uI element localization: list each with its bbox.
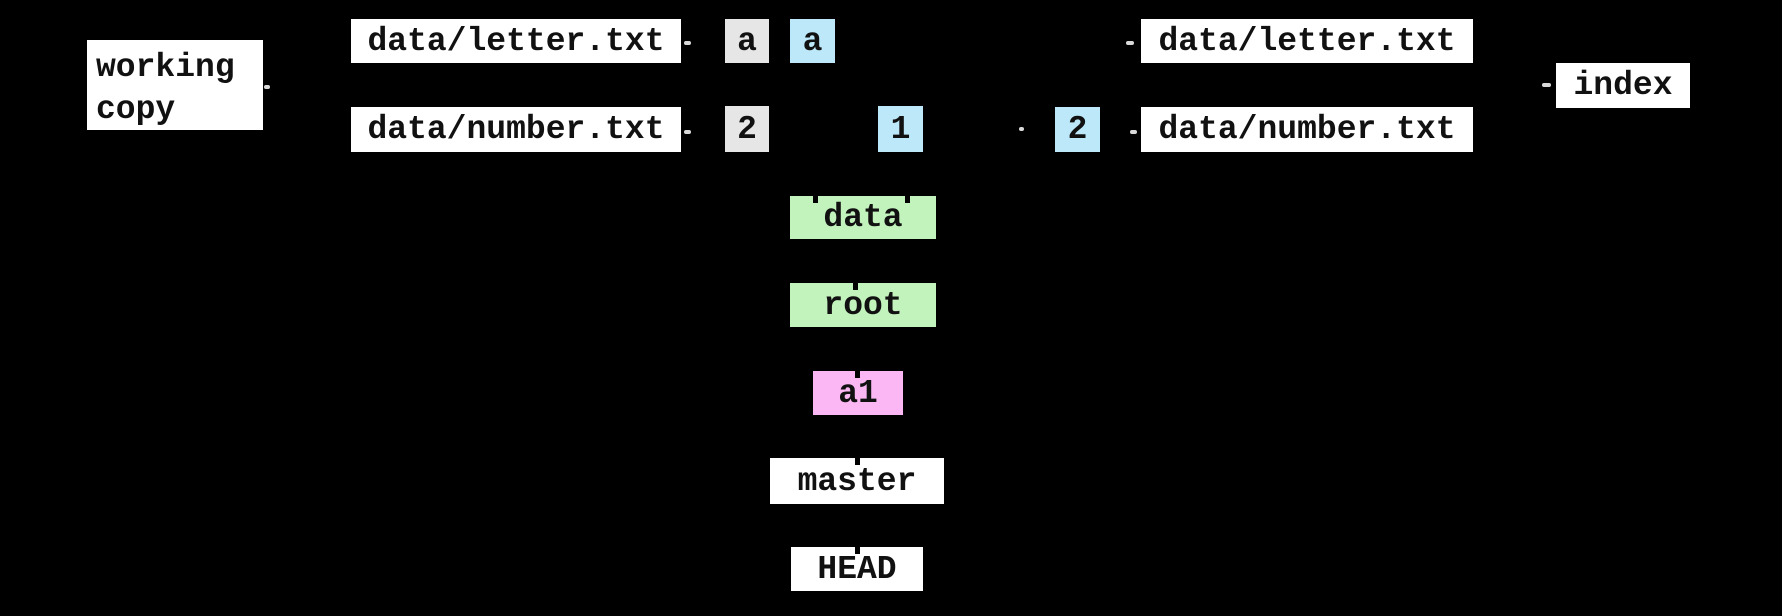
index-file-letter-label: data/letter.txt	[1158, 22, 1456, 60]
blob-number-new-label: 2	[1067, 111, 1088, 148]
blob-number-new: 2	[1055, 107, 1100, 152]
arrow-notch	[855, 371, 860, 378]
working-file-number-label: data/number.txt	[367, 111, 665, 148]
index-label: index	[1573, 67, 1673, 104]
arrow-remnant	[264, 85, 270, 89]
index-file-letter: data/letter.txt	[1141, 19, 1473, 63]
ref-master-label: master	[797, 462, 917, 500]
tree-root: root	[790, 283, 936, 327]
tree-data-label: data	[823, 199, 903, 236]
blob-number-old-label: 1	[890, 110, 911, 148]
arrow-remnant	[1130, 130, 1137, 134]
arrow-notch	[855, 458, 860, 465]
blob-letter: a	[790, 19, 835, 63]
blob-letter-label: a	[802, 22, 823, 60]
arrow-remnant	[1542, 83, 1551, 87]
ref-head: HEAD	[791, 547, 923, 591]
working-content-letter-label: a	[737, 22, 757, 60]
arrow-notch	[813, 196, 818, 203]
index-file-number-label: data/number.txt	[1158, 111, 1456, 148]
working-content-letter: a	[725, 19, 769, 63]
working-content-number-label: 2	[737, 110, 757, 148]
arrow-remnant	[1126, 41, 1134, 45]
working-file-letter: data/letter.txt	[351, 19, 681, 63]
arrow-remnant	[684, 41, 691, 45]
ref-master: master	[770, 458, 944, 504]
arrow-notch	[853, 283, 858, 290]
working-content-number: 2	[725, 106, 769, 152]
tree-data: data	[790, 196, 936, 239]
arrow-notch	[855, 547, 860, 554]
arrow-remnant	[684, 130, 691, 134]
arrow-remnant	[1019, 127, 1024, 131]
arrow-notch	[905, 196, 910, 203]
blob-number-old: 1	[878, 106, 923, 152]
working-file-letter-label: data/letter.txt	[367, 22, 665, 60]
commit-a1-label: a1	[838, 374, 878, 412]
index-file-number: data/number.txt	[1141, 107, 1473, 152]
working-copy-box: working copy	[87, 40, 263, 130]
ref-head-label: HEAD	[817, 550, 897, 588]
commit-a1: a1	[813, 371, 903, 415]
tree-root-label: root	[823, 286, 903, 324]
working-copy-label: working copy	[96, 49, 235, 128]
working-file-number: data/number.txt	[351, 107, 681, 152]
index-box: index	[1556, 63, 1690, 108]
